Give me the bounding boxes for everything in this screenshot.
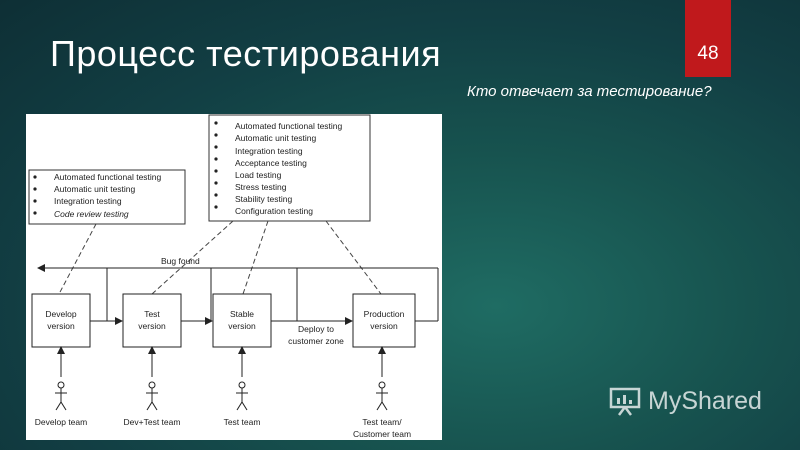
bug-found-label: Bug found [161,256,200,266]
deploy-label: Deploy to [298,324,334,334]
center-list-item: Acceptance testing [235,158,307,168]
test-version-label: Test [144,309,160,319]
test-team-actor-icon [236,346,248,411]
customer-team-actor-icon [376,346,388,411]
stable-version-box [212,293,272,348]
center-list-item: Integration testing [235,146,303,156]
left-list-item: Automatic unit testing [54,184,136,194]
slide-subtitle: Кто отвечает за тестирование? [467,83,712,100]
center-testing-list-box [208,114,371,222]
center-list-item: Load testing [235,170,282,180]
deploy-label: customer zone [288,336,344,346]
left-testing-list: Automated functional testing Automatic u… [33,172,162,219]
presentation-board-icon [609,387,641,416]
test-team-label: Test team [224,417,261,427]
test-version-label: version [138,321,166,331]
customer-team-label: Test team/ [362,417,402,427]
left-testing-list-box [28,169,186,225]
watermark-text: MyShared [648,386,762,415]
customer-team-label: Customer team [353,429,411,439]
production-version-label: version [370,321,398,331]
production-version-label: Production [364,309,405,319]
develop-version-label: Develop [45,309,76,319]
stable-version-label: version [228,321,256,331]
center-list-item: Automatic unit testing [235,133,317,143]
center-list-item: Stability testing [235,194,292,204]
left-list-item: Integration testing [54,196,122,206]
production-version-box [352,293,416,348]
left-list-item: Automated functional testing [54,172,162,182]
dev-test-team-label: Dev+Test team [124,417,181,427]
develop-team-label: Develop team [35,417,87,427]
myshared-watermark: MyShared [608,386,762,416]
develop-version-label: version [47,321,75,331]
testing-process-diagram: Automated functional testing Automatic u… [26,114,442,440]
dashed-connectors [58,220,382,295]
develop-team-actor-icon [55,346,67,411]
left-list-item: Code review testing [54,209,129,219]
test-version-box [122,293,182,348]
center-list-item: Stress testing [235,182,287,192]
dev-test-team-actor-icon [146,346,158,411]
page-number-badge: 48 [685,0,731,77]
slide-title: Процесс тестирования [50,33,442,74]
center-list-item: Automated functional testing [235,121,343,131]
center-testing-list: Automated functional testing Automatic u… [214,121,343,216]
page-number: 48 [697,42,719,64]
stable-version-label: Stable [230,309,254,319]
center-list-item: Configuration testing [235,206,313,216]
diagram-canvas: Automated functional testing Automatic u… [28,114,439,439]
